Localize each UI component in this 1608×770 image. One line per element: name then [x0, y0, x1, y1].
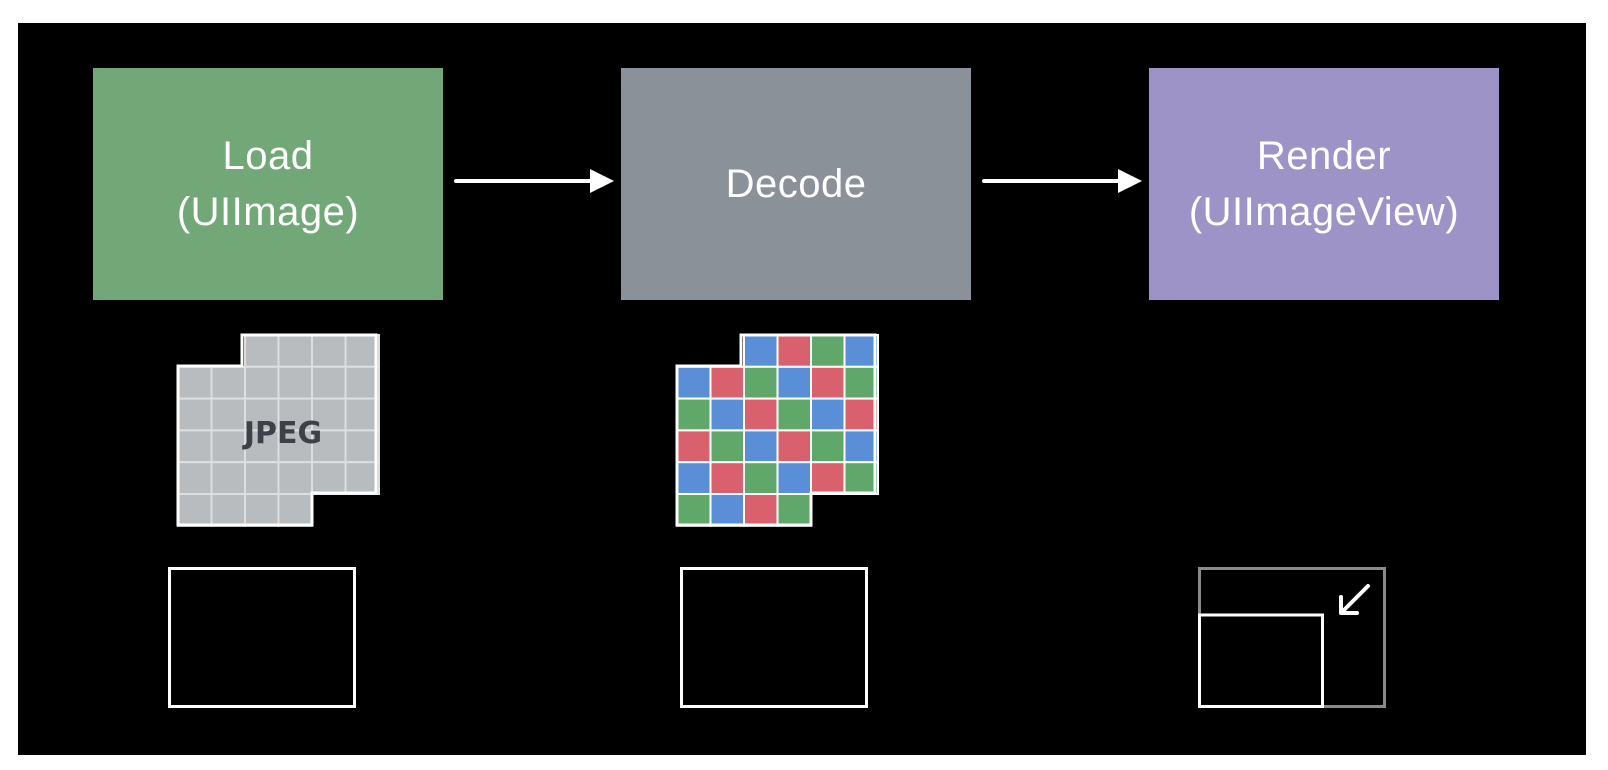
stage-load-box: Load (UIImage) — [93, 68, 443, 300]
arrow-right-icon — [454, 169, 614, 193]
pixel-cell — [810, 461, 846, 495]
pixel-cell — [843, 429, 879, 464]
jpeg-grid-cell — [244, 334, 280, 368]
pixel-cell — [709, 429, 745, 464]
slide-canvas: Load (UIImage) Decode Render (UIImageVie… — [18, 23, 1586, 755]
stage-load-title: Load — [222, 134, 314, 178]
jpeg-grid-cell — [344, 397, 380, 432]
pixel-cell — [776, 493, 812, 527]
stage-decode-box: Decode — [621, 68, 971, 300]
jpeg-grid-cell — [311, 461, 347, 495]
jpeg-grid-cell — [311, 397, 347, 432]
pixel-cell — [676, 397, 712, 432]
pixel-cell — [676, 365, 712, 400]
jpeg-grid-cell — [177, 493, 213, 527]
jpeg-grid-cell — [177, 461, 213, 495]
image-frame-render — [1198, 567, 1386, 708]
jpeg-grid-cell — [210, 397, 246, 432]
jpeg-grid-cell — [277, 493, 313, 527]
jpeg-grid-cell — [210, 365, 246, 400]
pixel-cell — [709, 461, 745, 495]
pixel-cell — [776, 461, 812, 495]
pixel-cell — [743, 365, 779, 400]
jpeg-grid-cell — [344, 365, 380, 400]
pixel-cell — [676, 429, 712, 464]
pixel-cell — [776, 429, 812, 464]
encoded-jpeg-image: JPEG — [176, 333, 380, 527]
jpeg-grid-cell — [344, 334, 380, 368]
pixel-cell — [810, 365, 846, 400]
stage-render-box: Render (UIImageView) — [1149, 68, 1499, 300]
pixel-cell — [676, 493, 712, 527]
pixel-cell — [776, 397, 812, 432]
jpeg-grid-cell — [277, 461, 313, 495]
pixel-cell — [843, 397, 879, 432]
stage-decode-title: Decode — [725, 162, 867, 206]
jpeg-label: JPEG — [242, 416, 322, 451]
jpeg-grid-cell — [344, 429, 380, 464]
jpeg-grid-cell — [210, 429, 246, 464]
pixel-cell — [743, 461, 779, 495]
jpeg-grid-cell — [244, 461, 280, 495]
pixel-cell — [810, 334, 846, 368]
resize-arrow-icon — [1339, 584, 1370, 615]
pixel-cell — [843, 334, 879, 368]
pixel-cell — [743, 493, 779, 527]
jpeg-grid-cell — [177, 397, 213, 432]
pixel-cell — [776, 334, 812, 368]
jpeg-grid-cell — [311, 334, 347, 368]
pixel-cell — [709, 397, 745, 432]
jpeg-grid-cell — [244, 429, 280, 464]
pixel-cell — [743, 429, 779, 464]
stage-load-subtitle: (UIImage) — [176, 190, 360, 234]
pixel-cell — [709, 493, 745, 527]
pixel-cell — [810, 429, 846, 464]
pixel-cell — [743, 397, 779, 432]
jpeg-grid-cell — [177, 365, 213, 400]
pixel-cell — [743, 334, 779, 368]
decoded-pixel-buffer — [675, 333, 879, 527]
jpeg-grid-cell — [210, 461, 246, 495]
pixel-cell — [676, 461, 712, 495]
pixel-cell — [810, 397, 846, 432]
jpeg-grid-cell — [277, 334, 313, 368]
jpeg-grid-cell — [344, 461, 380, 495]
pixel-cell — [776, 365, 812, 400]
jpeg-grid-cell — [277, 365, 313, 400]
stage-render-subtitle: (UIImageView) — [1188, 190, 1460, 234]
pixel-cell — [709, 365, 745, 400]
jpeg-grid-cell — [244, 365, 280, 400]
jpeg-grid-cell — [177, 429, 213, 464]
image-frame-decode — [680, 567, 868, 708]
jpeg-grid-cell — [311, 429, 347, 464]
pixel-cell — [843, 461, 879, 495]
jpeg-grid-cell — [311, 365, 347, 400]
arrow-right-icon — [982, 169, 1142, 193]
pixel-cell — [843, 365, 879, 400]
jpeg-grid-cell — [244, 493, 280, 527]
jpeg-grid-cell — [210, 493, 246, 527]
stage-render-title: Render — [1256, 134, 1392, 178]
image-frame-load — [168, 567, 356, 708]
